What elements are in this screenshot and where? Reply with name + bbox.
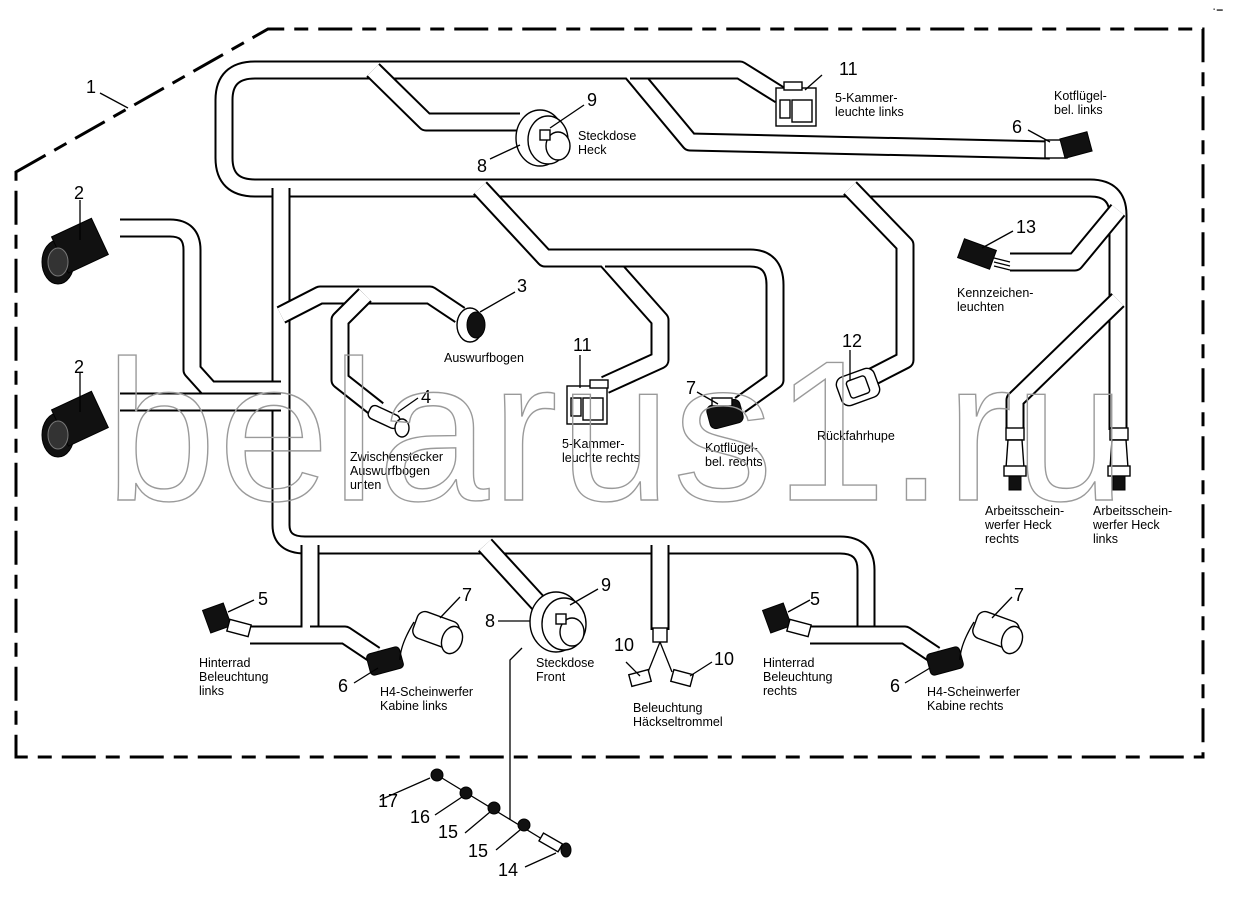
label-kotfluegel-rechts: Kotflügel- bel. rechts <box>705 441 763 469</box>
callout-15: 15 <box>468 841 488 861</box>
callout-8: 8 <box>485 611 495 631</box>
socket-heck-icon <box>515 109 571 167</box>
round-connector-icon <box>41 390 109 458</box>
callout-2: 2 <box>74 183 84 203</box>
callout-15: 15 <box>438 822 458 842</box>
connectors <box>41 81 1131 858</box>
mounting-hardware <box>430 768 572 858</box>
callout-6: 6 <box>890 676 900 696</box>
label-arbeits-links: Arbeitsschein- werfer Heck links <box>1092 504 1176 546</box>
callout-3: 3 <box>517 276 527 296</box>
callout-11: 11 <box>573 335 592 355</box>
ground-strap <box>509 647 523 820</box>
h4-socket-icon <box>366 646 404 676</box>
headlamp-connector-icon <box>706 397 744 430</box>
socket-front-icon <box>529 591 587 653</box>
callout-9: 9 <box>601 575 611 595</box>
label-kennzeichen: Kennzeichen- leuchten <box>957 286 1037 314</box>
rear-wheel-light-connector-icon <box>761 602 813 638</box>
label-steckdose-front: Steckdose Front <box>536 656 598 684</box>
round-connector-icon <box>41 217 109 285</box>
multi-pin-connector-icon <box>956 238 1011 271</box>
rear-wheel-light-connector-icon <box>201 602 253 638</box>
reverse-horn-icon <box>835 367 881 407</box>
callout-14: 14 <box>498 860 518 880</box>
callout-12: 12 <box>842 331 862 351</box>
label-steckdose-heck: Steckdose Heck <box>578 129 640 157</box>
callout-17: 17 <box>378 791 398 811</box>
label-haecksel: Beleuchtung Häckseltrommel <box>633 701 723 729</box>
work-light-connector-icon <box>1107 427 1131 491</box>
callout-6: 6 <box>338 676 348 696</box>
assembly-boundary <box>14 27 1205 759</box>
label-auswurfbogen: Auswurfbogen <box>444 351 524 365</box>
callout-5: 5 <box>258 589 268 609</box>
label-arbeits-rechts: Arbeitsschein- werfer Heck rechts <box>984 504 1068 546</box>
harness-wires <box>120 60 1128 663</box>
callout-13: 13 <box>1016 217 1036 237</box>
work-light-connector-icon <box>1003 427 1027 491</box>
corner-mark: ▪ ▬ <box>1213 7 1223 13</box>
callout-7: 7 <box>686 378 696 398</box>
round-socket-icon <box>456 307 486 343</box>
inline-plug-icon <box>367 404 410 438</box>
label-h4-rechts: H4-Scheinwerfer Kabine rechts <box>927 685 1024 713</box>
five-chamber-lamp-icon <box>775 81 817 127</box>
callout-4: 4 <box>421 387 431 407</box>
callout-1: 1 <box>86 77 96 97</box>
callout-9: 9 <box>587 90 597 110</box>
callout-7: 7 <box>1014 585 1024 605</box>
callout-16: 16 <box>410 807 430 827</box>
label-kammer-rechts: 5-Kammer- leuchte rechts <box>562 437 640 465</box>
label-kammer-links: 5-Kammer- leuchte links <box>835 91 904 119</box>
part-labels: 5-Kammer- leuchte links Kotflügel- bel. … <box>199 89 1176 729</box>
h4-plug-icon <box>399 610 464 661</box>
watermark: belarus1.ru <box>105 320 1128 543</box>
label-h4-links: H4-Scheinwerfer Kabine links <box>380 685 477 713</box>
callout-5: 5 <box>810 589 820 609</box>
label-hinterrad-rechts: Hinterrad Beleuchtung rechts <box>763 656 836 698</box>
label-rueckfahrhupe: Rückfahrhupe <box>817 429 895 443</box>
callout-6: 6 <box>1012 117 1022 137</box>
callout-11: 11 <box>839 59 858 79</box>
label-zwischenstecker: Zwischenstecker Auswurfbogen unten <box>350 450 447 492</box>
wire-upper-loop-inner <box>216 62 1051 196</box>
leader-lines <box>79 74 1051 868</box>
flat-connector-icon <box>1044 131 1093 159</box>
callout-7: 7 <box>462 585 472 605</box>
splice-connector-icon <box>627 627 695 688</box>
h4-socket-icon <box>926 646 964 676</box>
callout-2: 2 <box>74 357 84 377</box>
callout-8: 8 <box>477 156 487 176</box>
callout-10: 10 <box>614 635 634 655</box>
h4-plug-icon <box>959 610 1024 661</box>
callout-10: 10 <box>714 649 734 669</box>
label-kotfluegel-links: Kotflügel- bel. links <box>1054 89 1110 117</box>
five-chamber-lamp-icon <box>566 379 609 425</box>
label-hinterrad-links: Hinterrad Beleuchtung links <box>199 656 272 698</box>
callout-numbers: 1 2 2 3 4 5 5 6 6 6 7 7 7 8 8 9 9 10 10 … <box>74 59 1036 880</box>
